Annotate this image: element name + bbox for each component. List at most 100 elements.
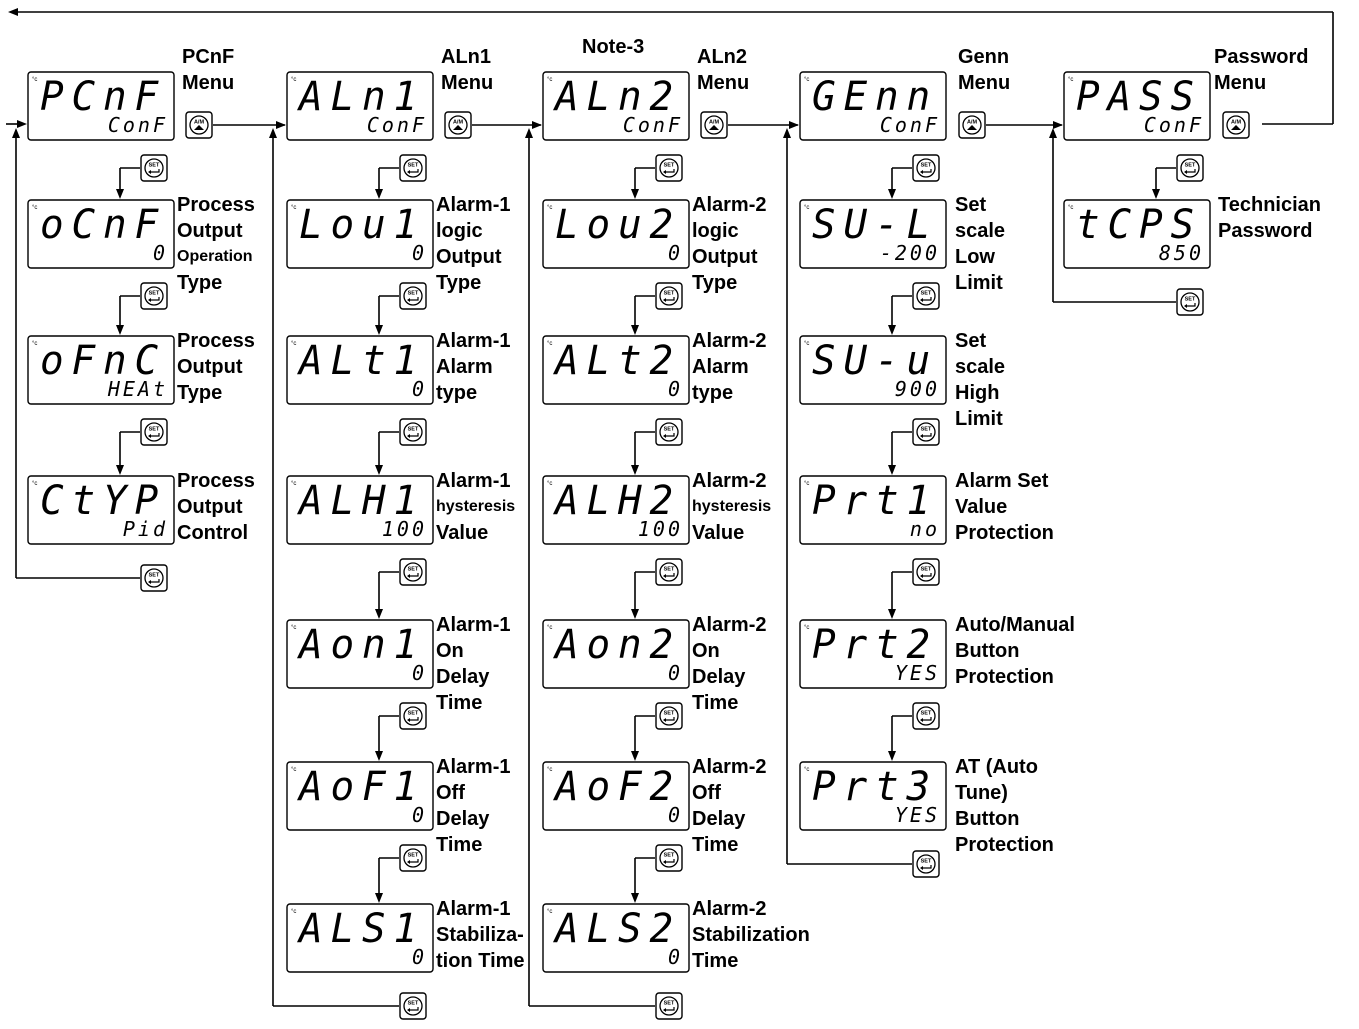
genn-am-button[interactable]: A/M (958, 111, 986, 139)
button-label: SET (664, 853, 675, 859)
label-line: hysteresis (692, 498, 772, 515)
aln1-set-button-4[interactable]: SET (399, 558, 427, 586)
enter-arrow-icon (922, 573, 932, 577)
label-line: Protection (955, 834, 1054, 856)
aln2-set-button-2[interactable]: SET (655, 282, 683, 310)
genn-set-button-2[interactable]: SET (912, 282, 940, 310)
display-top-value: SU-u (812, 338, 938, 384)
enter-arrowhead-icon (920, 434, 923, 438)
display-frame (799, 475, 947, 545)
enter-arrow-icon (922, 297, 932, 301)
aln2-set-button-6[interactable]: SET (655, 844, 683, 872)
label-line: Output (177, 220, 243, 242)
display-bottom-value: 0 (412, 241, 427, 265)
pass-set-button-1[interactable]: SET (1176, 154, 1204, 182)
display-bottom-value: 0 (668, 803, 683, 827)
label-line: Auto/Manual (955, 614, 1075, 636)
pcnf-set-button-2[interactable]: SET (140, 282, 168, 310)
genn-set-button-4[interactable]: SET (912, 558, 940, 586)
aln1-set-button-6[interactable]: SET (399, 844, 427, 872)
display-frame (542, 335, 690, 405)
aln1-am-button[interactable]: A/M (444, 111, 472, 139)
display-frame (799, 335, 947, 405)
set-connector-arrowhead (375, 751, 383, 761)
enter-arrowhead-icon (920, 718, 923, 722)
aln1-set-button-return[interactable]: SET (399, 992, 427, 1020)
aln1-set-button-3[interactable]: SET (399, 418, 427, 446)
genn-set-button-3[interactable]: SET (912, 418, 940, 446)
pcnf-set-button-3[interactable]: SET (140, 418, 168, 446)
display-top-value: ALt2 (552, 338, 681, 384)
aln2-am-button[interactable]: A/M (700, 111, 728, 139)
label-line: Value (955, 496, 1008, 518)
label-line: Process (177, 330, 255, 352)
aln1-set-button-2[interactable]: SET (399, 282, 427, 310)
display-bottom-value: no (910, 517, 940, 541)
display-bottom-value: ConF (623, 113, 683, 137)
aln2-set-button-return[interactable]: SET (655, 992, 683, 1020)
button-label: SET (149, 573, 160, 579)
aln1-set-button-5[interactable]: SET (399, 702, 427, 730)
button-label: SET (921, 427, 932, 433)
genn-set-button-1[interactable]: SET (912, 154, 940, 182)
heading-line: Menu (958, 72, 1011, 94)
aln1-set-button-1[interactable]: SET (399, 154, 427, 182)
display-frame (542, 475, 690, 545)
set-connector-arrowhead (888, 609, 896, 619)
enter-arrowhead-icon (407, 298, 410, 302)
label-line: type (692, 382, 734, 404)
unit-indicator: °c (291, 481, 296, 487)
enter-arrow-icon (409, 1007, 419, 1011)
label-line: Alarm-2 (692, 898, 767, 920)
label-line: Process (177, 194, 255, 216)
enter-arrowhead-icon (663, 718, 666, 722)
enter-arrow-icon (409, 433, 419, 437)
display-bottom-value: 900 (895, 377, 940, 401)
genn-set-button-5[interactable]: SET (912, 702, 940, 730)
display-frame (542, 761, 690, 831)
enter-arrow-icon (665, 169, 675, 173)
heading-line: Menu (697, 72, 750, 94)
set-connector-arrowhead (631, 465, 639, 475)
genn-set-button-return[interactable]: SET (912, 850, 940, 878)
enter-arrowhead-icon (663, 1008, 666, 1012)
enter-arrowhead-icon (407, 718, 410, 722)
heading-line: Menu (441, 72, 494, 94)
pass-set-button-return[interactable]: SET (1176, 288, 1204, 316)
enter-arrow-icon (1186, 303, 1196, 307)
label-line: Protection (955, 666, 1054, 688)
aln2-set-button-4[interactable]: SET (655, 558, 683, 586)
pcnf-set-button-return[interactable]: SET (140, 564, 168, 592)
pcnf-am-button[interactable]: A/M (185, 111, 213, 139)
label-line: Alarm-1 (436, 330, 511, 352)
display-top-value: ALt1 (296, 338, 425, 384)
button-label: A/M (453, 120, 464, 126)
display-frame (27, 475, 175, 545)
aln2-set-button-5[interactable]: SET (655, 702, 683, 730)
heading-line: ALn1 (441, 46, 491, 68)
display-bottom-value: 0 (668, 661, 683, 685)
button-label: SET (408, 711, 419, 717)
label-line: scale (955, 356, 1006, 378)
pass-am-button[interactable]: A/M (1222, 111, 1250, 139)
enter-arrowhead-icon (920, 298, 923, 302)
am-next-arrowhead (276, 121, 286, 129)
pcnf-set-button-1[interactable]: SET (140, 154, 168, 182)
aln2-set-button-1[interactable]: SET (655, 154, 683, 182)
aln2-set-button-3[interactable]: SET (655, 418, 683, 446)
display-top-value: Prt3 (812, 764, 938, 810)
unit-indicator: °c (32, 77, 37, 83)
display-frame (286, 761, 434, 831)
display-top-value: ALH2 (552, 478, 681, 524)
